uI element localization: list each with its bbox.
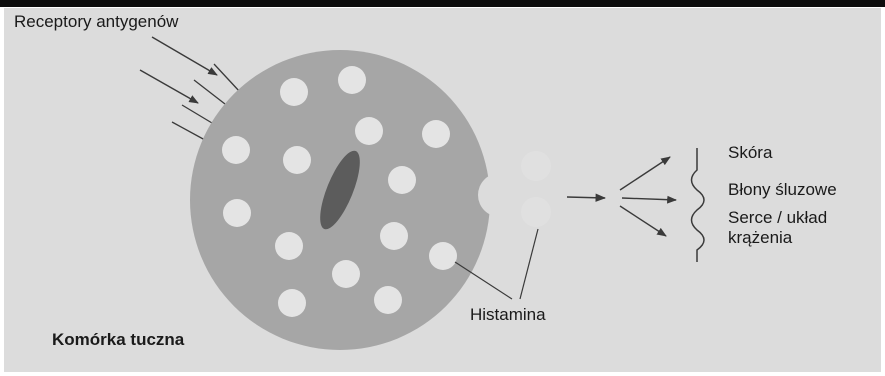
effect-arrow-circulation	[620, 206, 666, 236]
degranulation-notch	[478, 173, 522, 217]
granule	[275, 232, 303, 260]
granule	[380, 222, 408, 250]
receptor-spike	[214, 64, 240, 92]
histamine-pointer-line	[520, 229, 538, 299]
granule	[374, 286, 402, 314]
target-circulation-label-line2: krążenia	[728, 228, 792, 248]
target-skin-label: Skóra	[728, 143, 772, 163]
receptor-spike	[194, 80, 225, 104]
effect-arrow-skin	[620, 157, 670, 190]
target-circulation-label-line1: Serce / układ	[728, 208, 827, 228]
granule	[278, 289, 306, 317]
granule	[422, 120, 450, 148]
released-granule	[521, 197, 551, 227]
receptors-label: Receptory antygenów	[14, 12, 178, 32]
released-granule	[521, 151, 551, 181]
mast-cell-label: Komórka tuczna	[52, 330, 184, 350]
release-arrow	[567, 197, 605, 198]
granule	[222, 136, 250, 164]
granule	[338, 66, 366, 94]
receptor-spike	[182, 105, 212, 123]
granule	[280, 78, 308, 106]
histamine-label: Histamina	[470, 305, 546, 325]
receptor-arrow-upper	[152, 37, 217, 75]
target-tissue-boundary	[692, 148, 705, 262]
receptor-spike	[172, 122, 205, 140]
granule	[332, 260, 360, 288]
target-mucosa-label: Błony śluzowe	[728, 180, 837, 200]
granule	[388, 166, 416, 194]
granule	[223, 199, 251, 227]
receptor-arrow-lower	[140, 70, 198, 103]
effect-arrow-mucosa	[622, 198, 676, 200]
granule	[355, 117, 383, 145]
granule	[429, 242, 457, 270]
granule	[283, 146, 311, 174]
